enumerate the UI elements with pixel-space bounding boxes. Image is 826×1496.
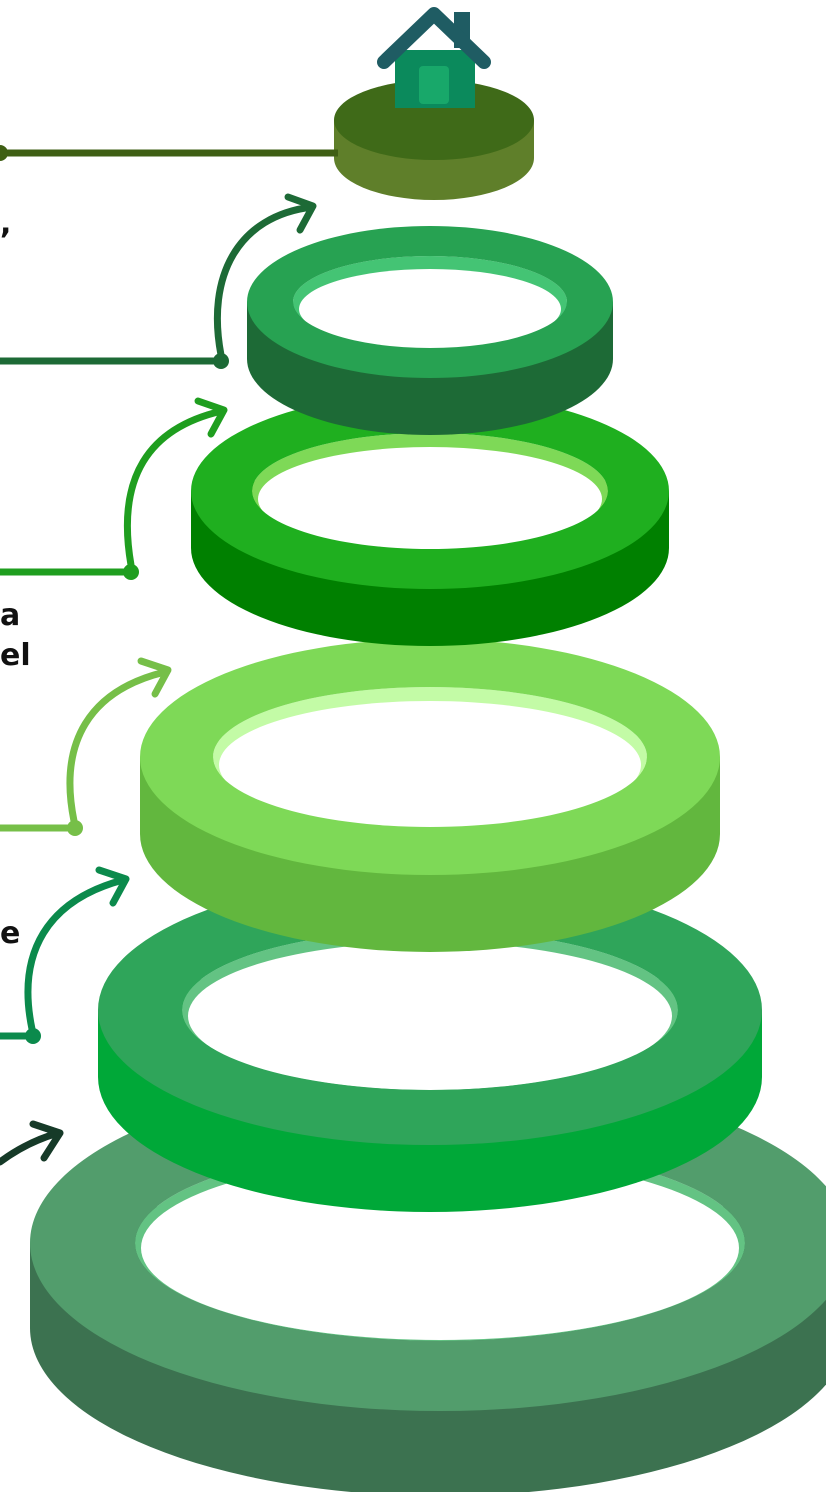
connector-level-0 xyxy=(0,145,338,161)
connector-level-2 xyxy=(0,401,224,580)
ring-level-4-hole xyxy=(188,942,672,1090)
clipped-text-3: e xyxy=(0,914,20,954)
connector-level-5 xyxy=(0,1124,60,1162)
house-icon xyxy=(384,12,484,108)
connector-level-0-dot xyxy=(0,145,8,161)
clipped-text-2: a el xyxy=(0,596,31,676)
house-door xyxy=(419,66,449,104)
ring-level-1 xyxy=(247,226,613,435)
clipped-text-1: , xyxy=(0,204,11,244)
ring-level-3 xyxy=(140,639,720,952)
